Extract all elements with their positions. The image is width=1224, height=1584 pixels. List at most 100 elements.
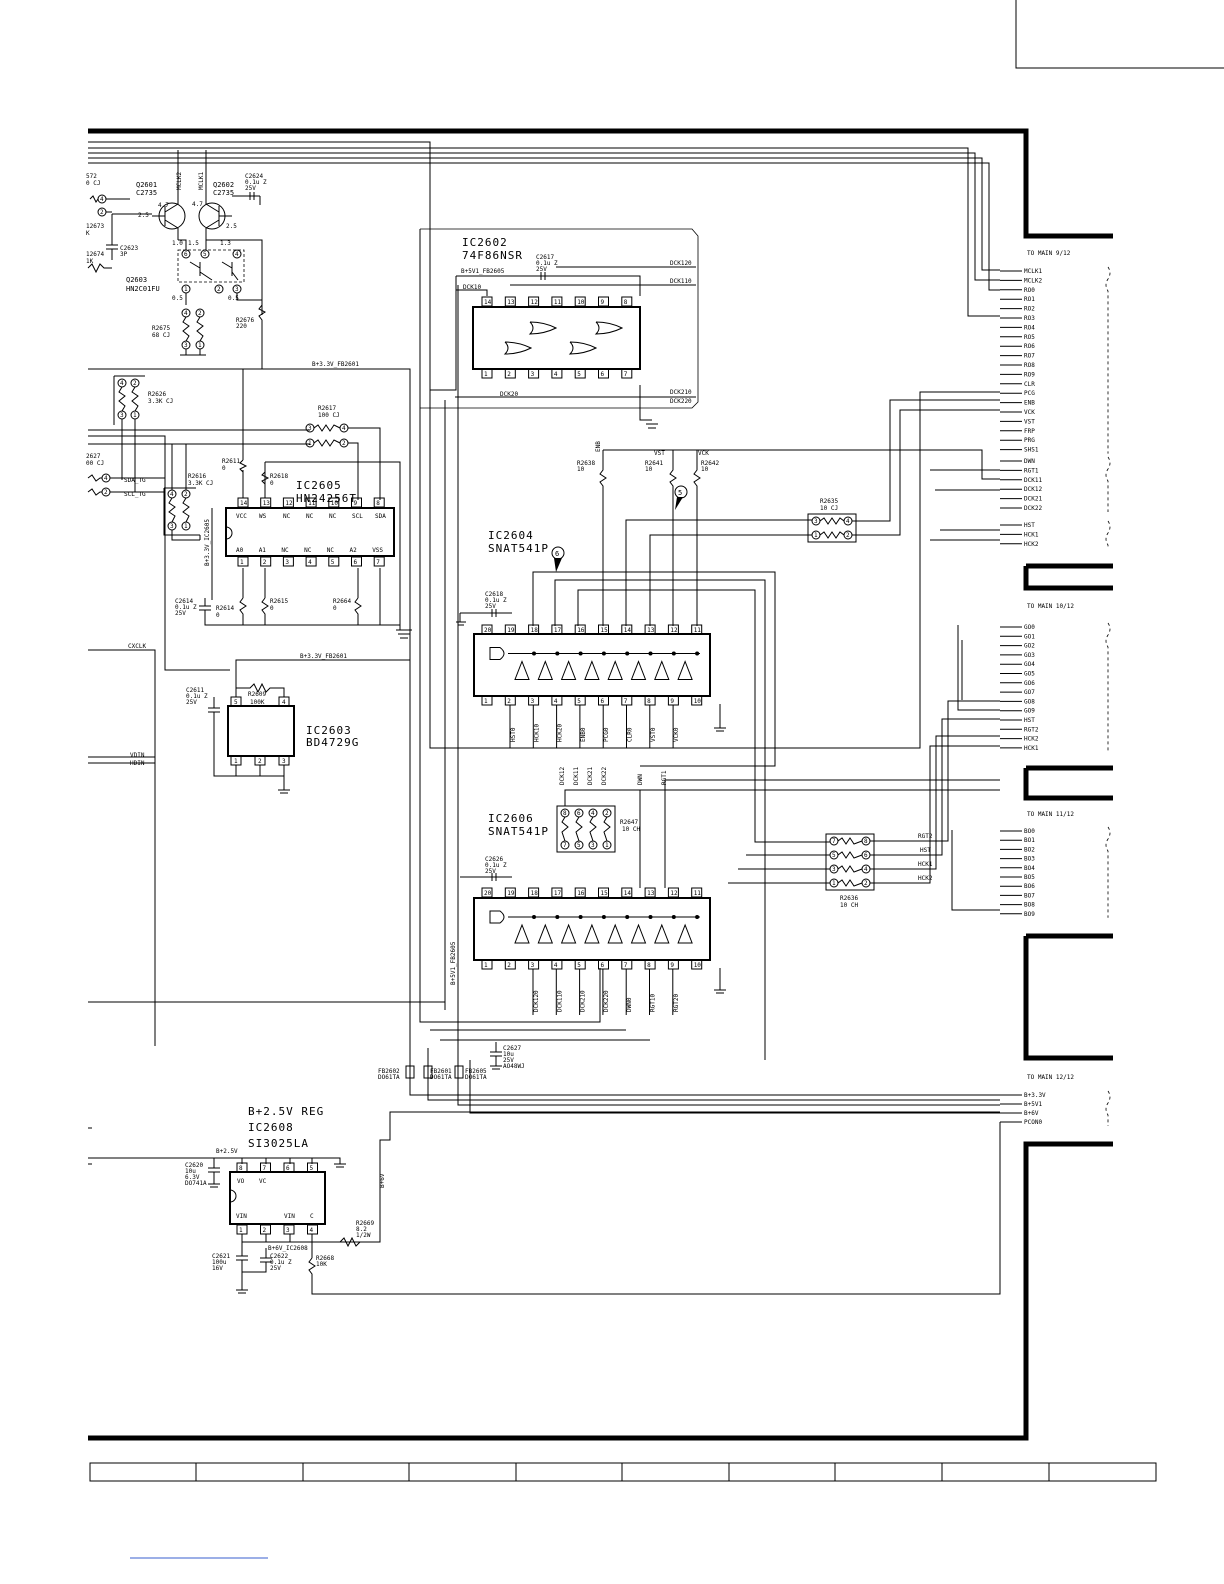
svg-text:1.3: 1.3 [220, 240, 231, 247]
svg-text:8: 8 [864, 838, 868, 845]
ic-pin-number: 4 [554, 698, 558, 705]
svg-text:4: 4 [846, 518, 850, 525]
svg-text:2: 2 [258, 758, 262, 765]
svg-text:R2638: R2638 [577, 460, 595, 467]
svg-text:7: 7 [563, 842, 567, 849]
connector-pin: ENB [1024, 400, 1035, 407]
svg-text:6: 6 [577, 810, 581, 817]
connector-pin: BO6 [1024, 883, 1035, 890]
ic-pin [551, 959, 563, 970]
svg-text:R2609: R2609 [248, 691, 266, 698]
ic-pin [598, 887, 609, 898]
ic-pin-number: 8 [376, 500, 380, 507]
svg-text:2: 2 [184, 491, 188, 498]
ic-pin [621, 959, 633, 970]
connector-pin: HCK1 [1024, 745, 1039, 752]
ic-pin [481, 296, 493, 307]
svg-text:1: 1 [832, 880, 836, 887]
ic-pin [282, 497, 294, 508]
svg-text:DCK120: DCK120 [670, 260, 692, 267]
buffer-gate [514, 923, 530, 944]
connector-pin: DWN [1024, 458, 1035, 465]
svg-text:3: 3 [814, 518, 818, 525]
svg-text:4.7: 4.7 [158, 202, 169, 209]
connector-pin: SHS1 [1024, 447, 1039, 454]
mclk1-label: MCLK1 [198, 172, 205, 190]
svg-text:VCK: VCK [698, 450, 709, 457]
svg-text:DCK210: DCK210 [670, 389, 692, 396]
ic-pin [351, 497, 362, 508]
ic2605-pin-label: NC [329, 513, 337, 520]
ic-pin [551, 887, 563, 898]
ic-pin [621, 296, 633, 307]
ic-pin [283, 1224, 295, 1235]
ic2605-pin-label: NC [306, 513, 314, 520]
svg-text:3.3K CJ: 3.3K CJ [188, 480, 213, 487]
ic2606-ref: IC2606 [488, 812, 534, 825]
connector-pin: VST [1024, 418, 1035, 425]
ic-pin [504, 959, 516, 970]
ic-pin-number: 9 [354, 500, 358, 507]
ic-pin-number: 1 [484, 962, 488, 969]
svg-text:B+5V1_FB2605: B+5V1_FB2605 [461, 268, 505, 275]
ic2603-part: BD4729G [306, 736, 359, 749]
svg-text:FB2601: FB2601 [430, 1068, 452, 1075]
svg-text:2: 2 [198, 310, 202, 317]
ic-pin-number: 18 [531, 890, 539, 897]
ic-pin-number: 6 [286, 1165, 290, 1172]
ic2605-pin-label: A2 [350, 547, 358, 554]
svg-text:R2615: R2615 [270, 598, 288, 605]
buffer-gate [607, 923, 623, 944]
connector-pin: BO7 [1024, 892, 1035, 899]
buffer-gate [584, 923, 600, 944]
svg-text:5: 5 [577, 842, 581, 849]
ic2603-chip: IC2603 BD4729G 5 4 1 2 3 [227, 696, 359, 766]
ic2604-out-net: VST0 [650, 727, 657, 742]
svg-text:DCK20: DCK20 [500, 391, 518, 398]
svg-text:1: 1 [184, 523, 188, 530]
svg-text:4: 4 [100, 196, 104, 203]
ic-pin-number: 3 [531, 371, 535, 378]
svg-text:12674: 12674 [86, 251, 104, 258]
connector-pin: DCK12 [1024, 486, 1042, 493]
connector-title: TO MAIN 12/12 [1027, 1074, 1074, 1081]
ic-pin-number: 8 [647, 698, 651, 705]
svg-text:0: 0 [270, 480, 274, 487]
ic-pin [481, 959, 493, 970]
q2602-ref: Q2602 [213, 181, 234, 189]
ic-pin [528, 368, 540, 379]
svg-text:2: 2 [217, 286, 221, 293]
svg-text:B+3.3V_FB2601: B+3.3V_FB2601 [300, 653, 347, 660]
connector-pin: RO6 [1024, 343, 1035, 350]
connector-pin: HCK2 [1024, 541, 1039, 548]
connector-feed [957, 625, 1000, 711]
callout-5: 5 [674, 485, 688, 510]
connector-title: TO MAIN 10/12 [1027, 603, 1074, 610]
svg-text:0.1u Z: 0.1u Z [175, 604, 197, 611]
ic-pin [574, 959, 586, 970]
svg-text:B+5V1_FB2605: B+5V1_FB2605 [450, 941, 457, 985]
connector-pin: BO0 [1024, 828, 1035, 835]
buffer-gate [584, 660, 600, 680]
svg-text:R2614: R2614 [216, 605, 234, 612]
svg-text:SCL_TG: SCL_TG [124, 491, 146, 498]
ic-pin-number: 12 [285, 500, 293, 507]
svg-text:3.3K CJ: 3.3K CJ [148, 398, 173, 405]
ic-pin [528, 624, 540, 635]
svg-text:2: 2 [846, 532, 850, 539]
svg-text:1: 1 [184, 286, 188, 293]
ic-pin [644, 959, 656, 970]
connector-pin: RO8 [1024, 362, 1035, 369]
svg-text:3: 3 [282, 758, 286, 765]
svg-text:4: 4 [282, 699, 286, 706]
ic-pin-number: 11 [694, 890, 702, 897]
enable-gate [489, 910, 505, 924]
ic-pin [598, 368, 609, 379]
svg-text:B+6V: B+6V [379, 1173, 386, 1188]
connector-pin: BO4 [1024, 865, 1035, 872]
ic-pin-number: 2 [507, 962, 511, 969]
ferrite-beads: FB2602 DO61TA FB2601 DO61TA FB2605 DO61T… [378, 1065, 487, 1081]
ic-pin-number: 8 [239, 1165, 243, 1172]
ic-pin [551, 296, 563, 307]
